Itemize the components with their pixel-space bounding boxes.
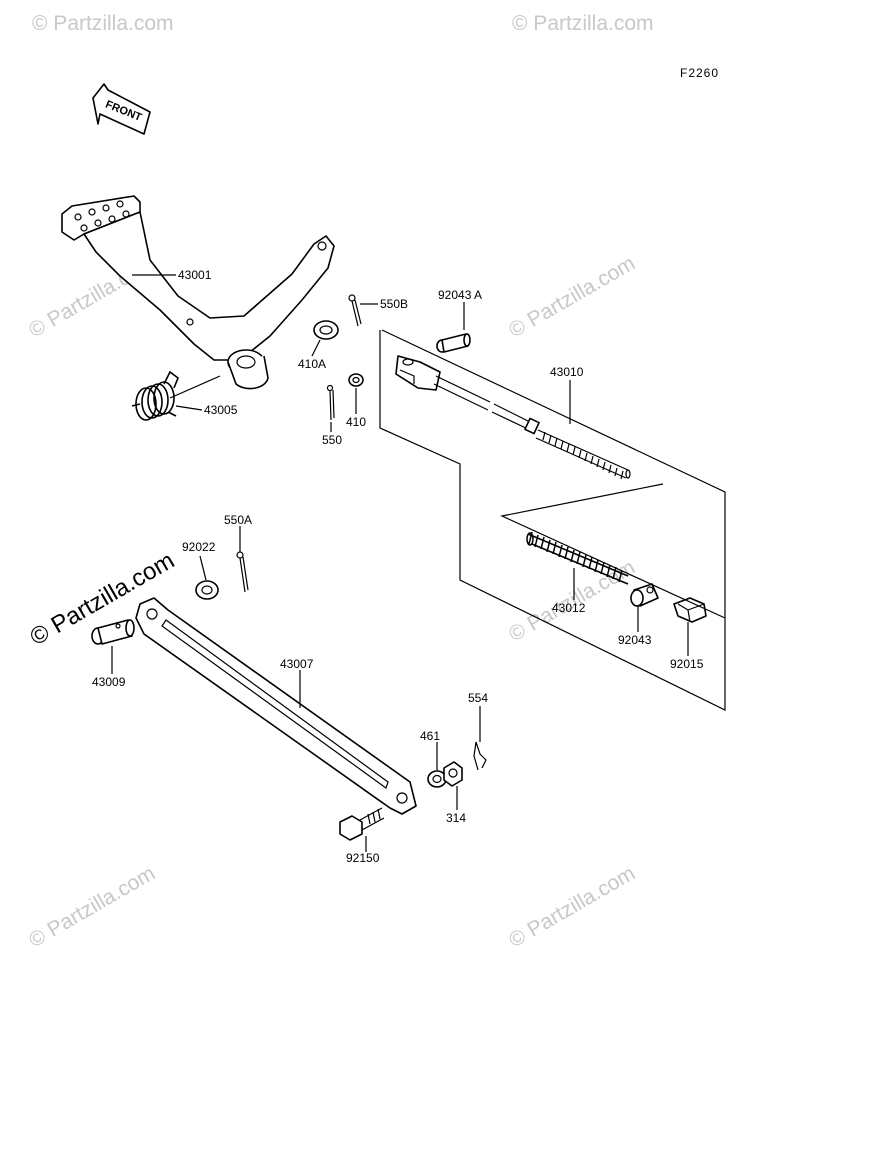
label-92015: 92015 xyxy=(670,657,704,671)
brake-rod-43010 xyxy=(395,355,631,480)
label-92022: 92022 xyxy=(182,540,216,554)
rod-spring-43012 xyxy=(526,531,629,585)
watermark-text: © Partzilla.com xyxy=(505,252,639,343)
part-labels: 43001 43005 550B 410A 410 550 92043 A 43… xyxy=(92,268,704,865)
washer-410A xyxy=(313,320,339,340)
label-550: 550 xyxy=(322,433,342,447)
brake-pedal-43001 xyxy=(61,195,335,390)
nut-314 xyxy=(443,761,463,787)
adjusting-nut-92015 xyxy=(673,597,707,623)
watermark-text: © Partzilla.com xyxy=(32,12,174,35)
label-554: 554 xyxy=(468,691,488,705)
clevis-pin-43009 xyxy=(91,619,135,645)
cotter-pin-550A xyxy=(236,551,249,593)
label-43010: 43010 xyxy=(550,365,584,379)
joint-92043 xyxy=(630,583,659,607)
watermark-text: © Partzilla.com xyxy=(25,862,159,953)
watermark-text: © Partzilla.com xyxy=(505,862,639,953)
washer-410 xyxy=(348,373,364,387)
cotter-pin-550B xyxy=(348,294,362,327)
label-43009: 43009 xyxy=(92,675,126,689)
label-43012: 43012 xyxy=(552,601,586,615)
label-410: 410 xyxy=(346,415,366,429)
figure-code: F2260 xyxy=(680,66,719,80)
watermarks: © Partzilla.com © Partzilla.com © Partzi… xyxy=(25,12,654,952)
return-spring-43005 xyxy=(131,370,179,421)
front-arrow-icon: FRONT xyxy=(92,83,151,135)
label-92150: 92150 xyxy=(346,851,380,865)
washer-92022 xyxy=(195,580,219,600)
label-314: 314 xyxy=(446,811,466,825)
label-461: 461 xyxy=(420,729,440,743)
label-92043A: 92043 A xyxy=(438,288,482,302)
cotter-pin-550 xyxy=(326,384,335,421)
label-410A: 410A xyxy=(298,357,326,371)
label-43001: 43001 xyxy=(178,268,212,282)
label-550B: 550B xyxy=(380,297,408,311)
label-43005: 43005 xyxy=(204,403,238,417)
label-43007: 43007 xyxy=(280,657,314,671)
bolt-92150 xyxy=(339,807,385,841)
watermark-text: © Partzilla.com xyxy=(512,12,654,35)
assembly-bracket-outline xyxy=(379,329,726,711)
leader-lines xyxy=(111,274,689,852)
label-550A: 550A xyxy=(224,513,252,527)
snap-pin-554 xyxy=(473,741,487,771)
label-92043: 92043 xyxy=(618,633,652,647)
link-rod-43007 xyxy=(135,597,417,815)
clevis-pin-92043A xyxy=(436,333,471,353)
